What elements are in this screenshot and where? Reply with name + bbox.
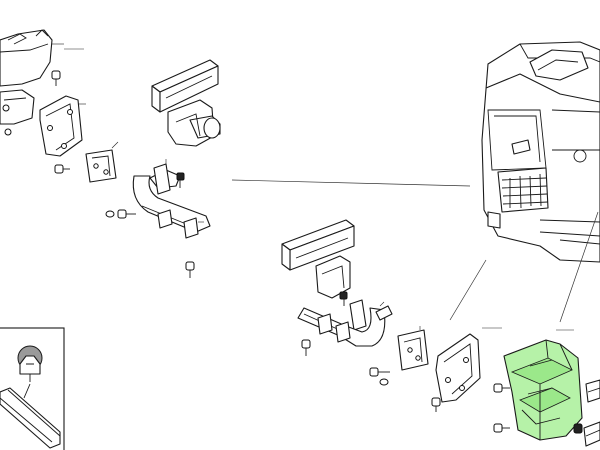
bolt-102-top-a[interactable] [117,209,136,219]
bracket-18-top[interactable] [85,149,117,183]
bolt-102-lower[interactable] [369,367,390,377]
bolt-6-top[interactable] [176,172,185,188]
clamp-14-mid[interactable] [349,299,367,331]
bolt-55-lower-a[interactable] [493,383,510,393]
step-tube-17-top[interactable] [132,169,211,239]
inset-detail-box [0,327,65,450]
washer-128-top[interactable] [105,210,115,218]
bolt-102-top-b[interactable] [185,261,195,278]
plug-82[interactable] [573,423,583,434]
rail-bottom-right[interactable] [583,379,600,447]
frame-rail-mount-mid[interactable] [281,219,355,299]
truck-cab[interactable] [481,41,600,263]
bolt-6-mid[interactable] [339,291,348,306]
bolt-105-lower[interactable] [431,397,441,412]
bracket-18-mid[interactable] [397,329,429,371]
bracket-61[interactable] [435,333,481,403]
washer-128-lower[interactable] [379,378,389,386]
step-housing-top-left[interactable] [0,29,53,136]
frame-rail-mount-top[interactable] [151,59,221,147]
clamp-14-top[interactable] [153,163,171,195]
bolt-102-mid[interactable] [301,339,311,356]
step-tube-17-mid[interactable] [297,305,393,347]
step-housing-51-highlighted[interactable] [503,339,583,441]
bracket-62[interactable] [39,95,83,157]
bolt-55-top[interactable] [51,70,61,86]
bolt-105-top[interactable] [54,164,70,174]
bolt-55-lower-b[interactable] [493,423,510,433]
